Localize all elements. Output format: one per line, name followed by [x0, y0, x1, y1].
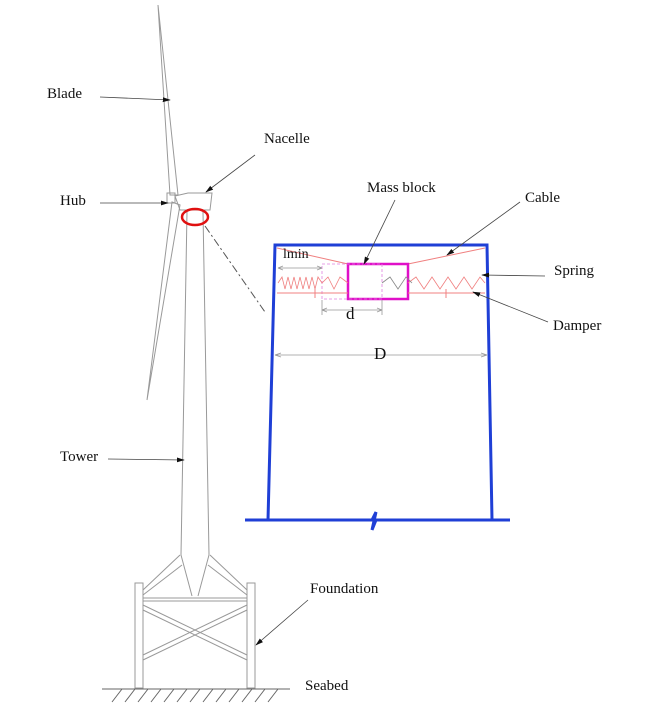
- tower-arrow: [107, 457, 185, 463]
- label-D: D: [374, 344, 387, 363]
- label-seabed: Seabed: [305, 678, 349, 694]
- label-spring: Spring: [554, 263, 595, 279]
- label-cable: Cable: [525, 190, 560, 206]
- cable-arrow: [446, 201, 521, 256]
- label-hub: Hub: [60, 193, 86, 209]
- label-blade: Blade: [47, 86, 82, 102]
- tmd-detail: [245, 243, 510, 531]
- seabed-ground: [102, 688, 290, 703]
- label-nacelle: Nacelle: [264, 131, 310, 147]
- spring-left: [277, 276, 349, 290]
- spring-right: [407, 276, 486, 290]
- damper-line: [277, 289, 485, 298]
- blade-lower: [146, 201, 181, 401]
- label-damper: Damper: [553, 318, 602, 334]
- tower: [180, 211, 210, 597]
- cables: [276, 247, 486, 265]
- foundation-arrow: [255, 599, 309, 646]
- highlight-ellipse: [180, 207, 210, 227]
- label-d: d: [346, 304, 355, 323]
- detail-leader: [204, 225, 266, 313]
- nacelle-arrow: [205, 154, 256, 193]
- foundation: [134, 554, 256, 689]
- nacelle: [174, 192, 213, 211]
- label-mass-block: Mass block: [367, 180, 436, 196]
- label-lmin: lmin: [283, 247, 309, 262]
- damper-arrow: [472, 291, 549, 323]
- mass-block: [346, 262, 410, 301]
- label-foundation: Foundation: [310, 581, 379, 597]
- spring-arrow: [481, 272, 546, 278]
- blade-arrow: [99, 96, 171, 103]
- hub: [166, 192, 176, 204]
- mass-block-arrow: [363, 199, 396, 265]
- label-tower: Tower: [60, 449, 99, 465]
